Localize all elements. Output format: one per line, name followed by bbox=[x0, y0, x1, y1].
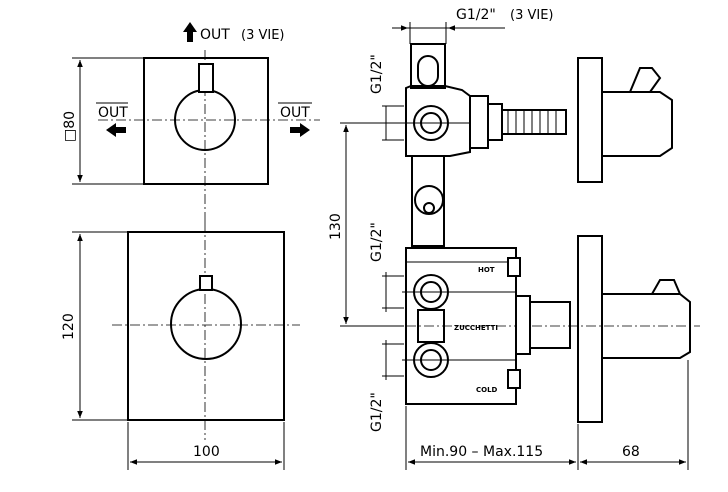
brand-label: ZUCCHETTI bbox=[454, 324, 498, 332]
spacing-label: 130 bbox=[328, 213, 344, 240]
out-right-arrow-icon bbox=[290, 123, 310, 137]
main-body bbox=[405, 247, 517, 405]
out-top-label: OUT bbox=[200, 27, 230, 43]
cartridge-collar bbox=[515, 295, 531, 355]
front-height-label: 120 bbox=[61, 313, 77, 340]
front-handle-circle bbox=[170, 288, 242, 360]
trim-depth-label: 68 bbox=[622, 444, 640, 460]
front-plate bbox=[127, 231, 285, 421]
thread-upper-label: G1/2" bbox=[369, 54, 385, 94]
thread-lower-label: G1/2" bbox=[369, 392, 385, 432]
side-view: G1/2" (3 VIE) HOT ZUCCHETTI bbox=[328, 7, 700, 470]
top-trim-knob bbox=[602, 91, 673, 157]
top-view: OUT (3 VIE) OUT OUT □80 bbox=[62, 22, 320, 222]
upper-body bbox=[405, 85, 471, 157]
top-size-label: □80 bbox=[62, 111, 78, 142]
top-trim-plate bbox=[577, 57, 603, 183]
out-left-arrow-icon bbox=[106, 123, 126, 137]
top-plate bbox=[143, 57, 269, 185]
front-view: 120 100 bbox=[61, 222, 300, 470]
out-right-label: OUT bbox=[280, 105, 310, 121]
top-outlet-stub bbox=[410, 43, 446, 89]
spring-fitting bbox=[501, 109, 567, 135]
front-lever-tab bbox=[199, 275, 213, 291]
thread-mid-label: G1/2" bbox=[369, 222, 385, 262]
top-lever bbox=[198, 63, 214, 93]
out-top-note: (3 VIE) bbox=[241, 28, 285, 43]
mid-fitting bbox=[414, 185, 444, 215]
connecting-pipe bbox=[411, 155, 445, 247]
front-width-label: 100 bbox=[193, 444, 220, 460]
bottom-trim-plate bbox=[577, 235, 603, 423]
out-left-label: OUT bbox=[98, 105, 128, 121]
cold-label: COLD bbox=[476, 386, 498, 394]
out-top-arrow-icon bbox=[183, 22, 197, 42]
top-thread-note: (3 VIE) bbox=[510, 8, 554, 23]
bottom-trim-knob bbox=[602, 293, 691, 359]
cartridge bbox=[529, 301, 571, 349]
hot-label: HOT bbox=[478, 266, 495, 274]
depth-label: Min.90 – Max.115 bbox=[420, 444, 543, 460]
top-thread-label: G1/2" bbox=[456, 7, 496, 23]
